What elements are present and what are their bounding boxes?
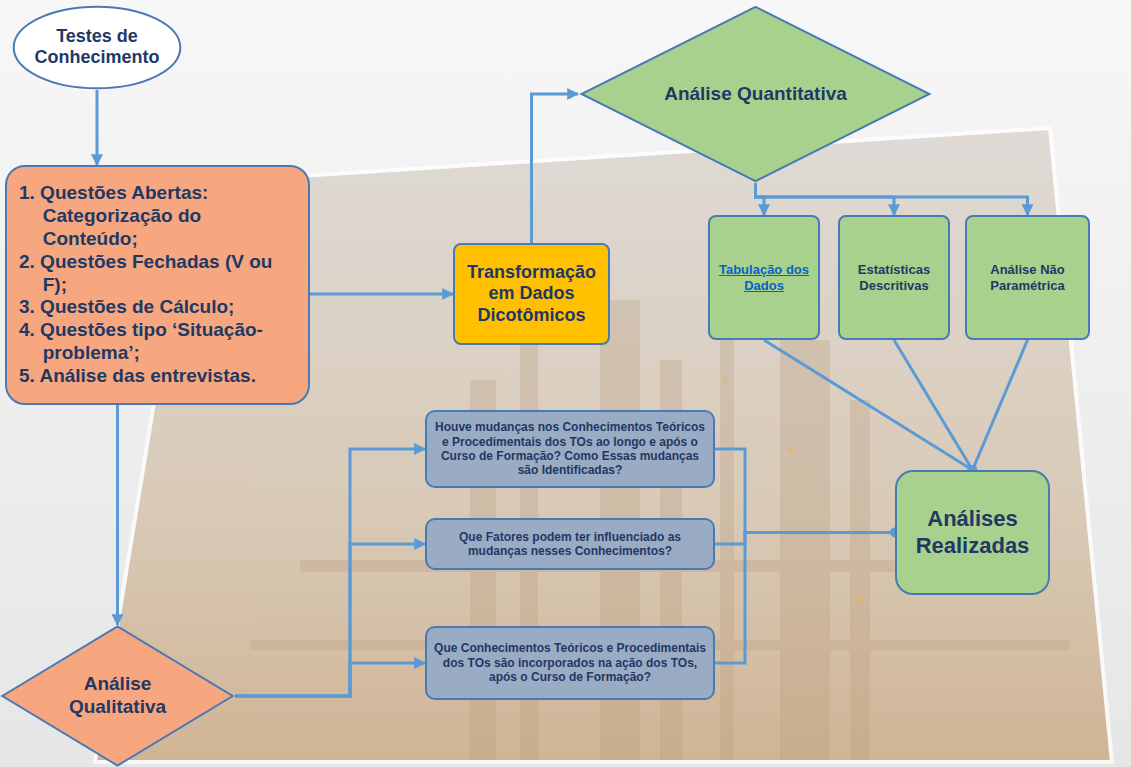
connector-arrow — [973, 340, 1028, 470]
node-label: 1. Questões Abertas: Categorização do Co… — [19, 182, 296, 250]
connector-arrow — [715, 533, 895, 545]
text-block: Análise Não Paramétrica — [973, 262, 1082, 293]
connector-arrow — [310, 293, 453, 296]
decision-diamond: Análise Qualitativa — [0, 625, 235, 767]
decision-diamond: Análise Quantitativa — [578, 5, 933, 183]
start-ellipse: Testes de Conhecimento — [12, 5, 182, 90]
node-label: Que Conhecimentos Teóricos e Procediment… — [433, 641, 707, 684]
text-block: Análise Quantitativa — [649, 83, 862, 106]
ellipse-shape — [14, 7, 181, 89]
text-block: Tabulação dos Dados — [716, 262, 812, 293]
node-label: Análise Qualitativa — [47, 673, 188, 719]
question-box: Houve mudanças nos Conhecimentos Teórico… — [425, 410, 715, 488]
connector-arrow — [532, 94, 579, 243]
node-label: Testes de Conhecimento — [32, 26, 161, 69]
connector-arrow — [715, 449, 895, 533]
connector-arrow — [756, 183, 1028, 215]
process-box: Tabulação dos Dados — [708, 215, 820, 340]
text-block: Estatísticas Descritivas — [846, 262, 942, 293]
node-label: Análises Realizadas — [905, 506, 1040, 559]
connector-arrow — [116, 405, 119, 625]
node-label: Transformação em Dados Dicotômicos — [463, 262, 600, 327]
text-block: Análises Realizadas — [905, 506, 1040, 559]
process-box: Transformação em Dados Dicotômicos — [453, 243, 610, 345]
node-label: Que Fatores podem ter influenciado as mu… — [433, 530, 707, 559]
connector-arrow — [715, 533, 895, 664]
text-block: Que Conhecimentos Teóricos e Procediment… — [433, 641, 707, 684]
process-box: 1. Questões Abertas: Categorização do Co… — [5, 165, 310, 405]
node-label: Estatísticas Descritivas — [846, 262, 942, 293]
node-label: Análise Quantitativa — [649, 83, 862, 106]
connector-arrow — [235, 544, 425, 696]
connector-arrow — [235, 663, 425, 696]
node-label: 5. Análise das entrevistas. — [19, 365, 296, 388]
node-label: Houve mudanças nos Conhecimentos Teórico… — [433, 420, 707, 478]
result-box: Análises Realizadas — [895, 470, 1050, 595]
text-block: Análise Qualitativa — [47, 673, 188, 719]
text-block: Houve mudanças nos Conhecimentos Teórico… — [433, 420, 707, 478]
node-label: 4. Questões tipo ‘Situação-problema’; — [19, 319, 296, 365]
connector-arrow — [894, 340, 973, 470]
process-box: Análise Não Paramétrica — [965, 215, 1090, 340]
connector-arrow — [235, 449, 425, 696]
node-label: Análise Não Paramétrica — [973, 262, 1082, 293]
node-label: 2. Questões Fechadas (V ou F); — [19, 251, 296, 297]
text-block: Testes de Conhecimento — [32, 26, 161, 69]
diamond-shape — [2, 626, 232, 765]
text-block: Que Fatores podem ter influenciado as mu… — [433, 530, 707, 559]
text-block: Transformação em Dados Dicotômicos — [463, 262, 600, 327]
question-box: Que Conhecimentos Teóricos e Procediment… — [425, 626, 715, 700]
connector-arrow — [756, 183, 895, 215]
node-label: Tabulação dos Dados — [716, 262, 812, 293]
process-box: Estatísticas Descritivas — [838, 215, 950, 340]
connector-arrow — [96, 90, 99, 165]
node-label: 3. Questões de Cálculo; — [19, 296, 296, 319]
text-block: 1. Questões Abertas: Categorização do Co… — [19, 182, 296, 387]
refinery-silhouette — [250, 270, 1070, 760]
connector-arrow — [764, 340, 973, 470]
question-box: Que Fatores podem ter influenciado as mu… — [425, 518, 715, 570]
diamond-shape — [582, 7, 930, 181]
